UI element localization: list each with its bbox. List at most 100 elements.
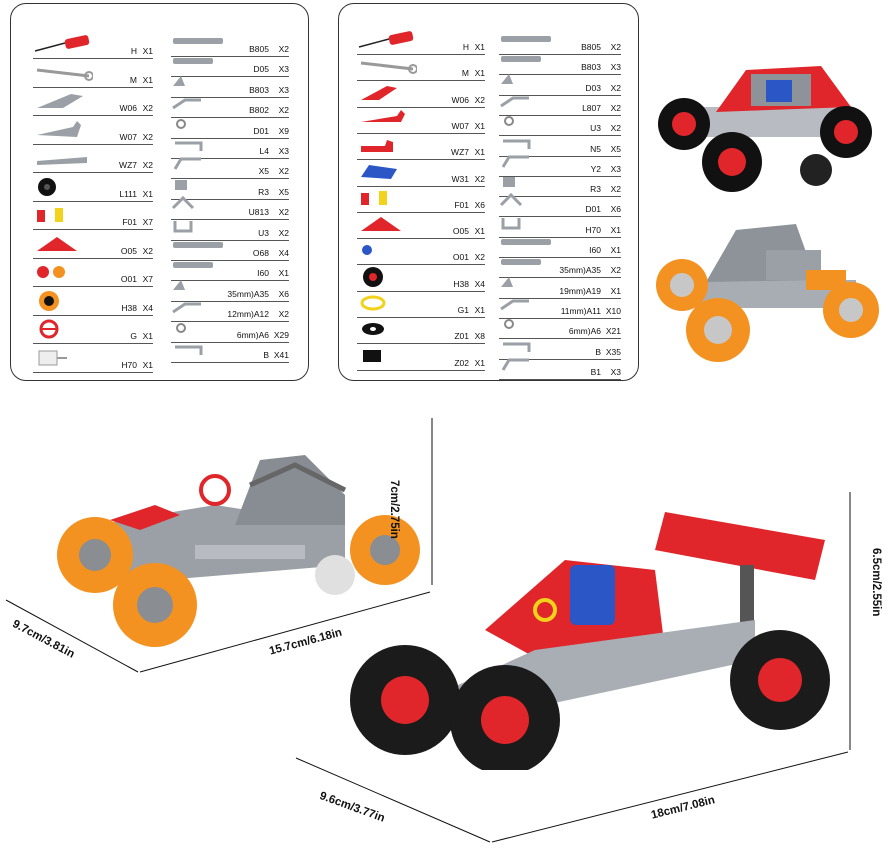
part-quantity: X8	[474, 331, 485, 342]
gear-block-icon	[33, 347, 93, 369]
part-icon	[499, 110, 559, 132]
part-quantity: X3	[610, 366, 621, 377]
orange-wheel-icon	[33, 290, 93, 312]
part-code: Z01	[454, 331, 469, 342]
part-code: H	[130, 46, 137, 56]
part-code: 19mm)A19	[559, 285, 601, 296]
row-divider	[171, 178, 289, 180]
row-divider	[171, 300, 289, 302]
part-code: W31	[451, 173, 469, 184]
part-code: X5	[258, 166, 269, 177]
part-row: O01 X2	[357, 242, 485, 266]
part-code: B1	[590, 366, 601, 377]
part-quantity: X7	[142, 217, 153, 227]
part-code: O01	[452, 252, 469, 263]
black-ring-icon	[357, 318, 417, 340]
part-row: H70 X1	[499, 215, 621, 239]
part-icon	[171, 153, 231, 175]
part-icon	[499, 191, 559, 213]
part-icon	[171, 72, 231, 94]
bracket-plate-icon	[33, 90, 93, 112]
part-code: O01	[120, 274, 137, 284]
blue-seat-icon	[357, 161, 417, 183]
row-divider	[357, 159, 485, 161]
row-divider	[33, 371, 153, 373]
part-icon	[499, 49, 559, 71]
wrench-icon	[33, 62, 93, 84]
part-quantity: X3	[278, 84, 289, 95]
part-code: L111	[119, 188, 137, 199]
row-divider	[33, 314, 153, 316]
part-code: H70	[585, 224, 601, 235]
part-icon	[171, 51, 231, 73]
part-icon	[499, 70, 559, 92]
row-divider	[33, 58, 153, 59]
part-code: L4	[259, 146, 269, 156]
part-quantity: X1	[610, 224, 621, 235]
connector-icon	[33, 204, 93, 226]
part-code: L807	[582, 102, 601, 113]
row-divider	[499, 236, 621, 238]
part-code: G	[130, 331, 137, 341]
part-icon	[499, 313, 559, 335]
row-divider	[499, 297, 621, 299]
part-quantity: X1	[278, 268, 289, 279]
part-quantity: X1	[142, 188, 153, 199]
part-icon	[499, 171, 559, 193]
grey-buggy-preview-image	[656, 224, 879, 362]
row-divider	[499, 216, 621, 218]
part-quantity: X2	[610, 82, 621, 93]
part-icon	[171, 235, 231, 257]
part-quantity: X1	[142, 331, 153, 341]
part-quantity: X1	[474, 68, 485, 79]
connector-icon	[357, 187, 417, 209]
part-quantity: X2	[474, 252, 485, 263]
part-quantity: X1	[474, 42, 485, 52]
row-divider	[171, 56, 289, 57]
row-divider	[499, 114, 621, 116]
steering-wheel-icon	[33, 318, 93, 340]
part-code: 35mm)A35	[559, 265, 601, 276]
part-quantity: X2	[278, 309, 289, 320]
part-quantity: X6	[610, 204, 621, 215]
row-divider	[357, 369, 485, 371]
part-icon	[499, 293, 559, 315]
part-code: M	[461, 68, 469, 79]
part-icon	[171, 337, 231, 359]
part-row: B1 X3	[499, 357, 621, 381]
part-quantity: X1	[610, 245, 621, 255]
part-code: N5	[590, 143, 601, 154]
part-quantity: X21	[605, 326, 621, 337]
part-quantity: X1	[610, 285, 621, 296]
row-divider	[499, 358, 621, 360]
part-code: D05	[253, 64, 269, 75]
red-bracket-icon	[357, 82, 417, 104]
red-buggy-preview-image	[658, 66, 872, 192]
row-divider	[499, 155, 621, 157]
part-code: R3	[258, 186, 269, 197]
row-divider	[357, 238, 485, 240]
row-divider	[33, 257, 153, 259]
